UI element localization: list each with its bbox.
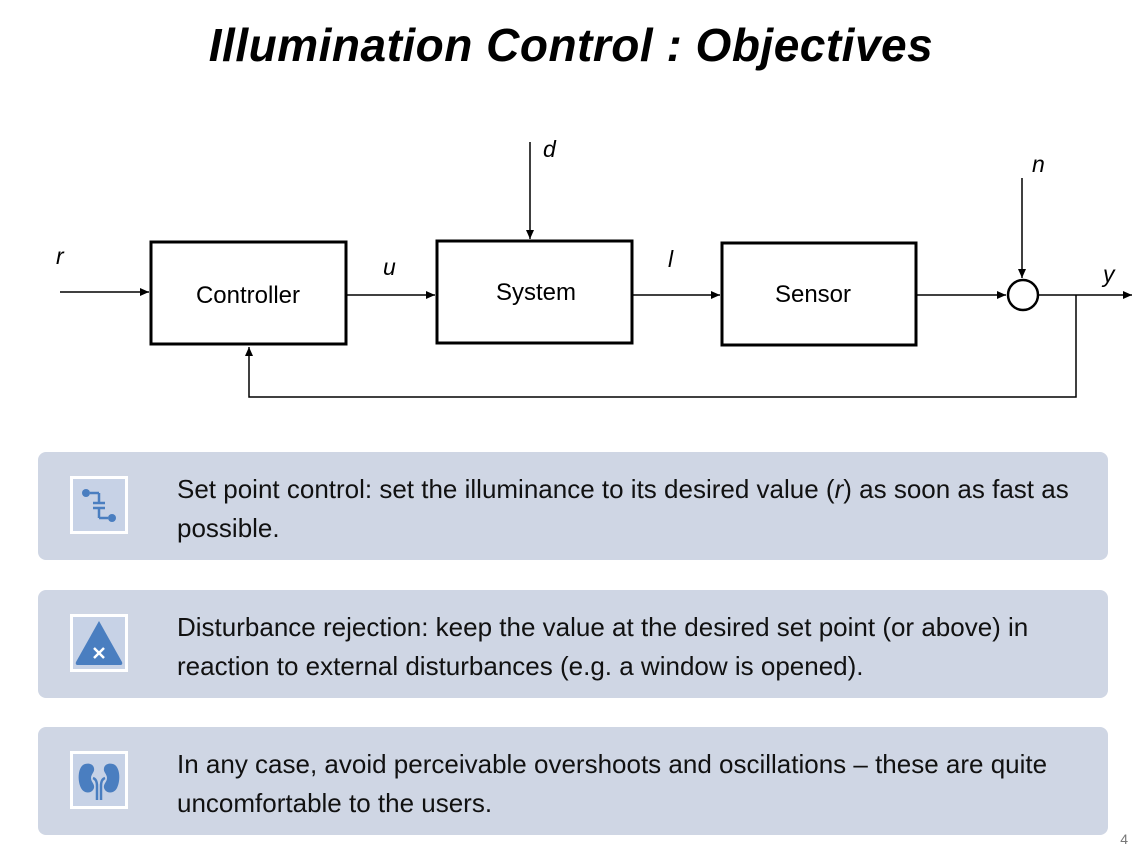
system-block: System <box>435 239 634 345</box>
controller-block: Controller <box>149 240 348 346</box>
objective-text-part: Set point control: set the illuminance t… <box>177 474 835 504</box>
warning-triangle-icon <box>75 621 123 665</box>
feedback-path <box>245 295 1077 398</box>
block-diagram: Controller System Sensor r u d l n y <box>56 136 1132 398</box>
disturbance-label: d <box>543 136 557 162</box>
reference-label: r <box>56 243 65 269</box>
illuminance-label: l <box>668 246 674 272</box>
output-label: y <box>1101 261 1116 287</box>
kidneys-icon <box>78 763 120 800</box>
reference-symbol: r <box>834 474 844 504</box>
objective-text-part: ) as soon as fast as possible. <box>177 474 1069 543</box>
control-label: u <box>383 254 396 280</box>
objective-text-disturbance: Disturbance rejection: keep the value at… <box>177 612 1029 681</box>
sensor-block: Sensor <box>720 241 918 347</box>
slide-title: Illumination Control : Objectives <box>208 19 934 71</box>
noise-label: n <box>1032 151 1045 177</box>
summing-junction <box>1006 278 1040 312</box>
objective-card-disturbance: Disturbance rejection: keep the value at… <box>38 590 1108 698</box>
objective-icon-frame <box>70 476 128 534</box>
controller-label: Controller <box>196 282 300 309</box>
objective-icon-frame <box>70 751 128 809</box>
setpoint-icon <box>82 489 116 522</box>
objective-icon-frame <box>70 614 128 672</box>
objective-text-overshoot: In any case, avoid perceivable overshoot… <box>177 749 1048 818</box>
sensor-label: Sensor <box>775 281 851 308</box>
objective-card-setpoint: Set point control: set the illuminance t… <box>38 452 1108 560</box>
objective-text-setpoint: Set point control: set the illuminance t… <box>177 470 1097 548</box>
system-label: System <box>496 279 576 306</box>
page-number: 4 <box>1120 831 1128 847</box>
objective-card-overshoot: In any case, avoid perceivable overshoot… <box>38 727 1108 835</box>
